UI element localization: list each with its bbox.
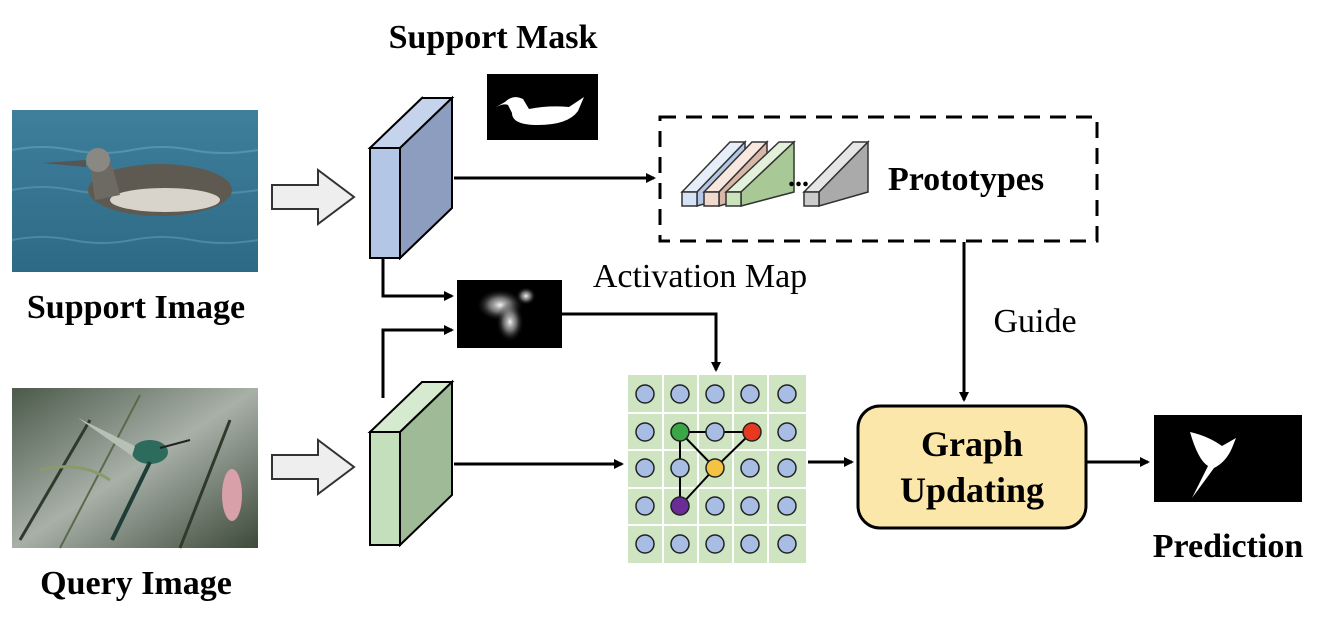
support-image [11,110,259,272]
graph-node [670,458,690,478]
graph-grid [628,375,806,563]
graph-node [740,458,760,478]
arrow-query-to-activation [381,325,454,398]
graph-updating-box: Graph Updating [856,404,1088,530]
activation-map-image [457,280,562,348]
graph-node [777,458,797,478]
graph-node [705,384,725,404]
support-encoder-block [367,95,455,261]
graph-node [635,496,655,516]
support-image-label: Support Image [27,289,245,326]
prototype-ellipsis: ... [788,162,809,193]
activation-map-label: Activation Map [593,258,807,295]
graph-updating-label-line2: Updating [900,470,1044,510]
prototype-vector-green [724,140,796,207]
prototypes-box [658,115,1099,243]
graph-node-green [670,422,690,442]
graph-node [777,496,797,516]
graph-node [705,422,725,442]
query-input-arrow [271,438,356,496]
graph-node [740,384,760,404]
graph-node [635,422,655,442]
graph-nodes [635,384,797,554]
graph-node [777,384,797,404]
query-image-label: Query Image [40,565,232,602]
support-input-arrow [271,168,356,226]
prototype-vector-gray [802,140,870,207]
support-mask-label: Support Mask [389,19,598,56]
graph-node [635,384,655,404]
graph-node [635,458,655,478]
prediction-image [1154,415,1302,502]
arrow-support-to-activation [381,258,454,301]
arrow-activation-to-graph [562,312,721,372]
graph-node-purple [670,496,690,516]
graph-updating-label-line1: Graph [921,424,1023,464]
graph-node [777,534,797,554]
graph-node [670,534,690,554]
graph-node [740,534,760,554]
graph-node [777,422,797,442]
graph-node-red [742,422,762,442]
graph-node [705,496,725,516]
graph-node-yellow [705,458,725,478]
prototype-vectors: ... [680,140,870,207]
graph-node [635,534,655,554]
guide-label: Guide [993,303,1076,340]
query-encoder-block [367,379,455,548]
support-mask-image [487,74,598,140]
prediction-label: Prediction [1153,528,1304,565]
graph-node [705,534,725,554]
prototypes-label: Prototypes [888,161,1044,198]
graph-node [670,384,690,404]
graph-node [740,496,760,516]
connectors [381,173,1150,469]
query-image [12,388,258,549]
